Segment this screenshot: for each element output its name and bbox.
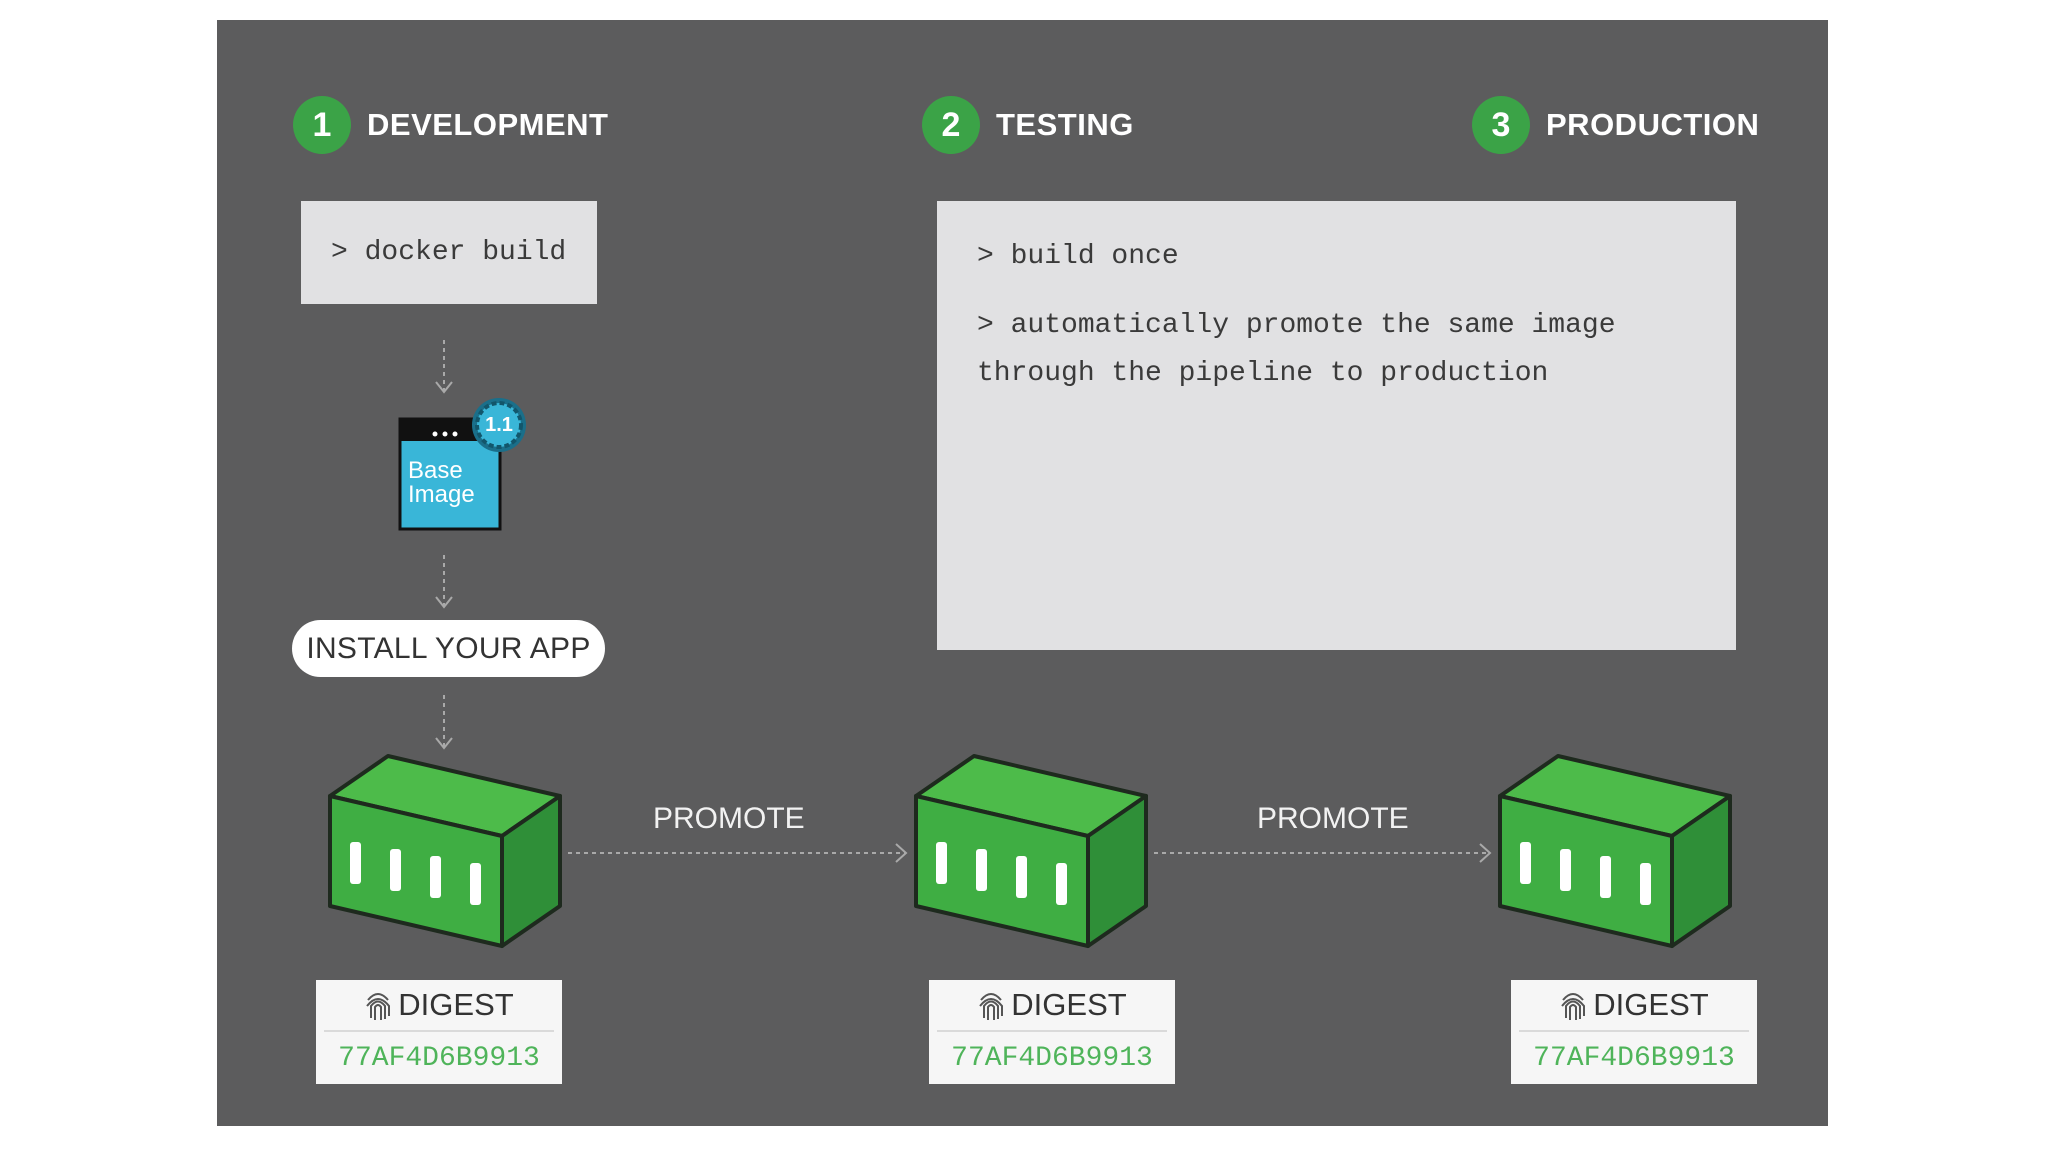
fingerprint-icon: [979, 993, 1004, 1020]
digest-hash: 77AF4D6B9913: [338, 1042, 540, 1074]
command-text: > docker build: [331, 237, 567, 268]
promote-label: PROMOTE: [1257, 802, 1409, 835]
digest-title: DIGEST: [1011, 987, 1127, 1022]
base-image-line1: Base: [408, 457, 463, 484]
stage-development: 1 DEVELOPMENT: [293, 95, 608, 155]
base-image-line2: Image: [408, 481, 475, 508]
fingerprint-icon: [366, 993, 391, 1020]
install-app-step: INSTALL YOUR APP: [292, 620, 605, 677]
promote-label: PROMOTE: [653, 802, 805, 835]
testing-notes-box: > build once > automatically promote the…: [937, 201, 1736, 650]
stage-testing: 2 TESTING: [922, 95, 1134, 155]
base-image-label: Base Image: [408, 459, 475, 507]
digest-card: DIGEST 77AF4D6B9913: [1511, 980, 1757, 1084]
docker-build-command: > docker build: [301, 201, 597, 304]
digest-hash: 77AF4D6B9913: [1533, 1042, 1735, 1074]
stage-number-badge: 2: [922, 96, 980, 154]
digest-header: DIGEST: [937, 980, 1167, 1032]
note-auto-promote: > automatically promote the same image t…: [977, 310, 1616, 389]
version-badge: 1.1: [485, 414, 513, 436]
note-build-once: > build once: [977, 241, 1179, 272]
stage-number-badge: 1: [293, 96, 351, 154]
digest-title: DIGEST: [398, 987, 514, 1022]
digest-title: DIGEST: [1593, 987, 1709, 1022]
stage-title: TESTING: [996, 107, 1134, 142]
digest-card: DIGEST 77AF4D6B9913: [929, 980, 1175, 1084]
stage-title: DEVELOPMENT: [367, 107, 609, 142]
digest-hash: 77AF4D6B9913: [951, 1042, 1153, 1074]
digest-header: DIGEST: [1519, 980, 1749, 1032]
stage-number-badge: 3: [1472, 96, 1530, 154]
stage-title: PRODUCTION: [1546, 107, 1760, 142]
digest-card: DIGEST 77AF4D6B9913: [316, 980, 562, 1084]
digest-header: DIGEST: [324, 980, 554, 1032]
fingerprint-icon: [1561, 993, 1586, 1020]
stage-production: 3 PRODUCTION: [1472, 95, 1759, 155]
